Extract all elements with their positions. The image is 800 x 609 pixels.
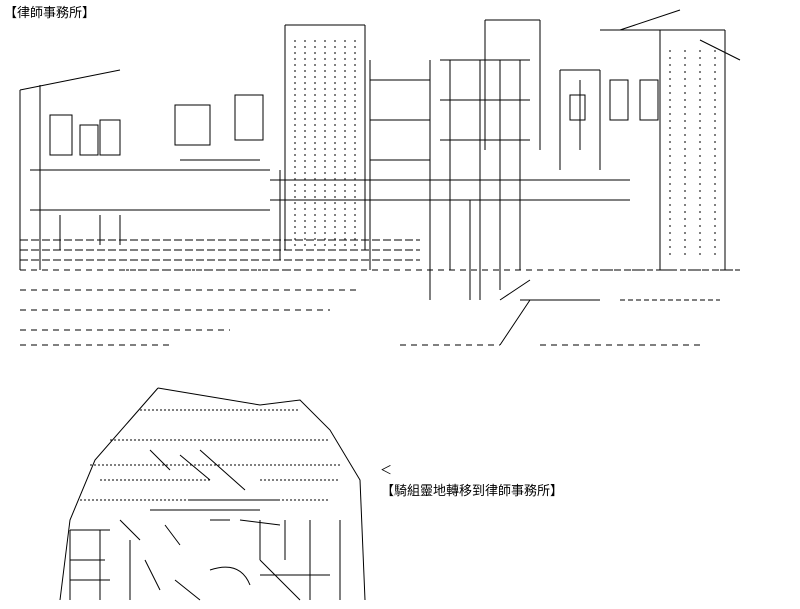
scene-title: 【律師事務所】 [4,6,96,21]
transition-caption: 【騎組靈地轉移到律師事務所】 [381,484,564,499]
speech-pointer: ＜ [380,463,393,477]
